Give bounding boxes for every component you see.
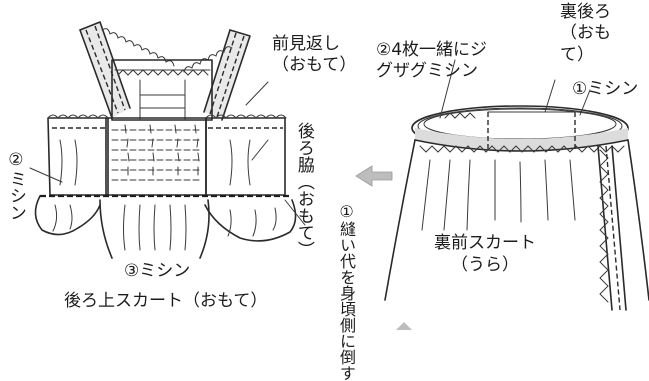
label-zigzag: ②4枚一緒にジグザグミシン [376,40,494,83]
label-front-facing: 前見返し（おもて） [272,34,364,77]
diagram-illustration [29,21,649,330]
label-back-back-text: 裏後ろ（おもて） [560,2,611,65]
direction-arrow [355,165,393,187]
sewing-diagram: 前見返し（おもて） 後ろ脇（おもて） ②ミシン ①縫い代を身頃側に倒す ③ミシン… [5,2,649,381]
label-stitch-3: ③ミシン [124,261,191,281]
label-stitch-1-left: ①縫い代を身頃側に倒す [337,202,356,381]
label-front-skirt: 裏前スカート（うら） [430,232,540,276]
label-front-skirt-text: 裏前スカート（うら） [434,233,536,276]
label-back-side: 後ろ脇（おもて） [293,122,314,258]
label-zigzag-text: ②4枚一緒にジグザグミシン [376,40,488,82]
left-garment [29,21,306,259]
label-stitch-1-right: ①ミシン [572,79,639,99]
label-back-back: 裏後ろ（おもて） [560,2,634,66]
label-stitch-2-left: ②ミシン [5,150,26,221]
label-front-facing-text: 前見返し（おもて） [272,34,357,76]
right-garment [384,59,649,311]
label-back-skirt: 後ろ上スカート（おもて） [64,291,268,311]
